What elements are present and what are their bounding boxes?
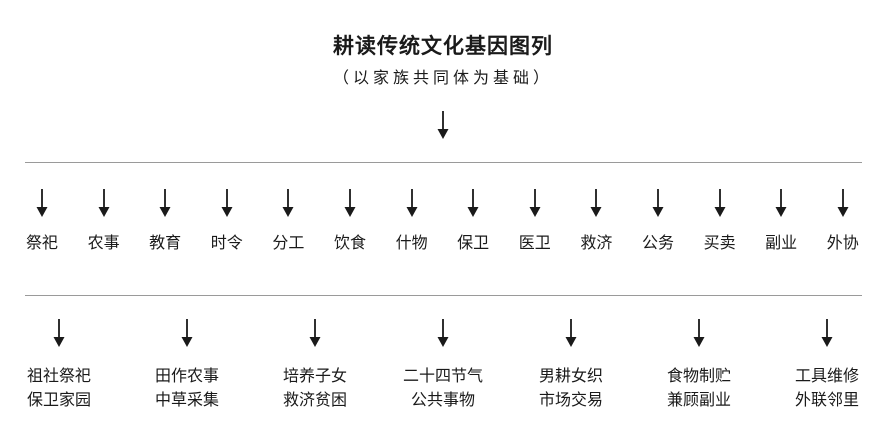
subgroup-item: 外联邻里 [794, 390, 859, 409]
category-label: 教育 [149, 233, 182, 252]
category-label: 农事 [87, 233, 120, 252]
arrow-down-icon [342, 188, 358, 218]
diagram-title: 耕读传统文化基因图列 [333, 34, 553, 58]
subgroup-item: 培养子女 [282, 366, 347, 385]
subgroup-item: 公共事物 [410, 390, 475, 409]
arrow-down-icon [435, 110, 451, 140]
subgroup-arrows-row [0, 318, 886, 348]
subgroup-block: 二十四节气公共事物 [388, 364, 498, 412]
subgroup-block: 男耕女织市场交易 [516, 364, 626, 412]
arrow-down-icon [404, 188, 420, 218]
middle-divider [25, 295, 862, 296]
subgroup-block: 食物制贮兼顾副业 [644, 364, 754, 412]
arrow-down-icon [51, 318, 67, 348]
category-label: 分工 [272, 233, 305, 252]
category-label: 什物 [395, 233, 428, 252]
category-label: 外协 [826, 233, 859, 252]
arrow-down-icon [588, 188, 604, 218]
subgroup-item: 二十四节气 [402, 366, 483, 385]
category-label: 祭祀 [25, 233, 58, 252]
arrow-down-icon [96, 188, 112, 218]
top-divider [25, 162, 862, 163]
diagram-subtitle: （以家族共同体为基础） [332, 68, 553, 87]
category-label: 医卫 [518, 233, 551, 252]
subgroup-item: 祖社祭祀 [26, 366, 91, 385]
category-label: 时令 [210, 233, 243, 252]
subgroup-block: 祖社祭祀保卫家园 [4, 364, 114, 412]
category-arrows-row [0, 188, 886, 218]
arrow-down-icon [819, 318, 835, 348]
arrow-down-icon [691, 318, 707, 348]
subgroup-item: 田作农事 [154, 366, 219, 385]
subgroup-block: 培养子女救济贫困 [260, 364, 370, 412]
subgroup-block: 工具维修外联邻里 [772, 364, 882, 412]
arrow-down-icon [835, 188, 851, 218]
arrow-down-icon [527, 188, 543, 218]
category-label: 救济 [580, 233, 613, 252]
arrow-down-icon [650, 188, 666, 218]
arrow-down-icon [712, 188, 728, 218]
arrow-down-icon [219, 188, 235, 218]
subgroup-texts-row: 祖社祭祀保卫家园田作农事中草采集培养子女救济贫困二十四节气公共事物男耕女织市场交… [0, 364, 886, 416]
subgroup-item: 中草采集 [154, 390, 219, 409]
category-label: 公务 [641, 233, 674, 252]
subgroup-item: 工具维修 [794, 366, 859, 385]
arrow-down-icon [157, 188, 173, 218]
subgroup-item: 市场交易 [538, 390, 603, 409]
arrow-down-icon [465, 188, 481, 218]
arrow-down-icon [773, 188, 789, 218]
subgroup-item: 兼顾副业 [666, 390, 731, 409]
category-label: 买卖 [703, 233, 736, 252]
arrow-down-icon [34, 188, 50, 218]
category-label: 保卫 [457, 233, 490, 252]
arrow-down-icon [280, 188, 296, 218]
subgroup-item: 救济贫困 [282, 390, 347, 409]
arrow-down-icon [307, 318, 323, 348]
arrow-down-icon [563, 318, 579, 348]
arrow-down-icon [179, 318, 195, 348]
category-labels-row: 祭祀 农事 教育 时令 分工 饮食 什物 保卫 医卫 救济 公务 买卖 副业 外协 [0, 232, 886, 256]
category-label: 副业 [765, 233, 798, 252]
subgroup-block: 田作农事中草采集 [132, 364, 242, 412]
subgroup-item: 男耕女织 [538, 366, 603, 385]
subgroup-item: 保卫家园 [26, 390, 91, 409]
arrow-down-icon [435, 318, 451, 348]
subgroup-item: 食物制贮 [666, 366, 731, 385]
category-label: 饮食 [333, 233, 366, 252]
